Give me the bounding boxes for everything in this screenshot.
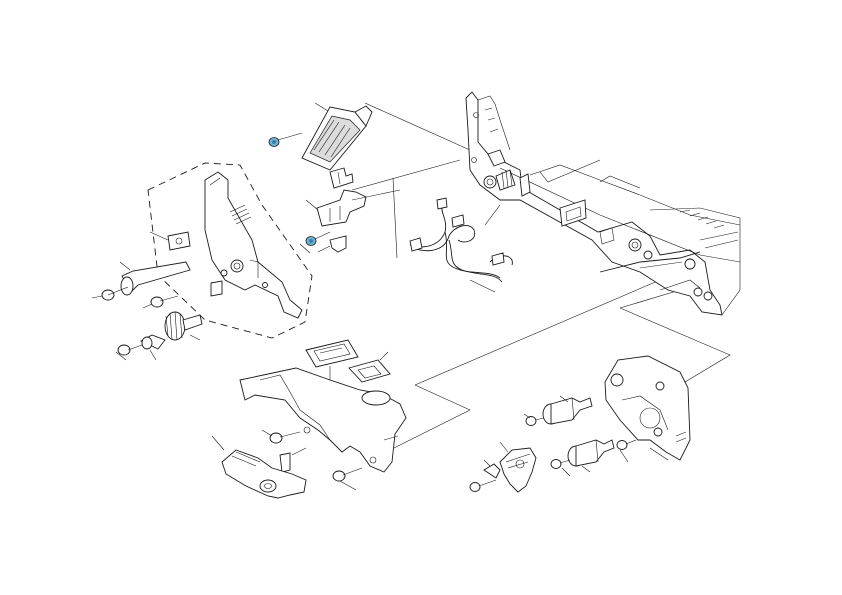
locking-pin	[279, 447, 307, 473]
shaft-collar	[119, 261, 191, 296]
small-plate	[149, 231, 191, 251]
pivot-shaft-upper	[542, 395, 593, 425]
release-lever	[211, 435, 307, 499]
right-side-bracket	[604, 355, 691, 461]
screw-right-1	[523, 413, 545, 426]
cam-follower	[483, 459, 501, 479]
blue-screw-upper	[268, 132, 303, 147]
screw-cover-2	[332, 467, 363, 491]
cam-lever	[499, 441, 537, 493]
screw-right-3	[550, 459, 571, 477]
bracket-clip-lower	[317, 235, 347, 253]
screw-cover-1	[261, 429, 301, 444]
blue-screw-middle	[299, 231, 331, 254]
wire-harness	[409, 197, 513, 293]
label-plate-left	[305, 339, 359, 390]
label-holder-plate	[301, 102, 373, 171]
label-plate-right	[348, 351, 391, 383]
screw-left-2	[142, 295, 179, 309]
bracket-switch	[305, 189, 401, 227]
bracket-clip-upper	[329, 167, 354, 189]
screw-left-1	[91, 286, 129, 301]
screw-right-4	[469, 479, 497, 492]
spacer-block	[210, 280, 223, 297]
gear-bushing	[140, 334, 166, 361]
drive-gear	[164, 311, 203, 341]
main-frame	[465, 91, 741, 316]
side-bracket	[204, 171, 303, 319]
pivot-shaft-lower	[567, 439, 615, 473]
screw-right-2	[616, 439, 637, 463]
bracket-assembly-dashed-outline	[147, 162, 313, 339]
front-cover	[239, 367, 407, 473]
screw-left-3	[115, 344, 143, 361]
